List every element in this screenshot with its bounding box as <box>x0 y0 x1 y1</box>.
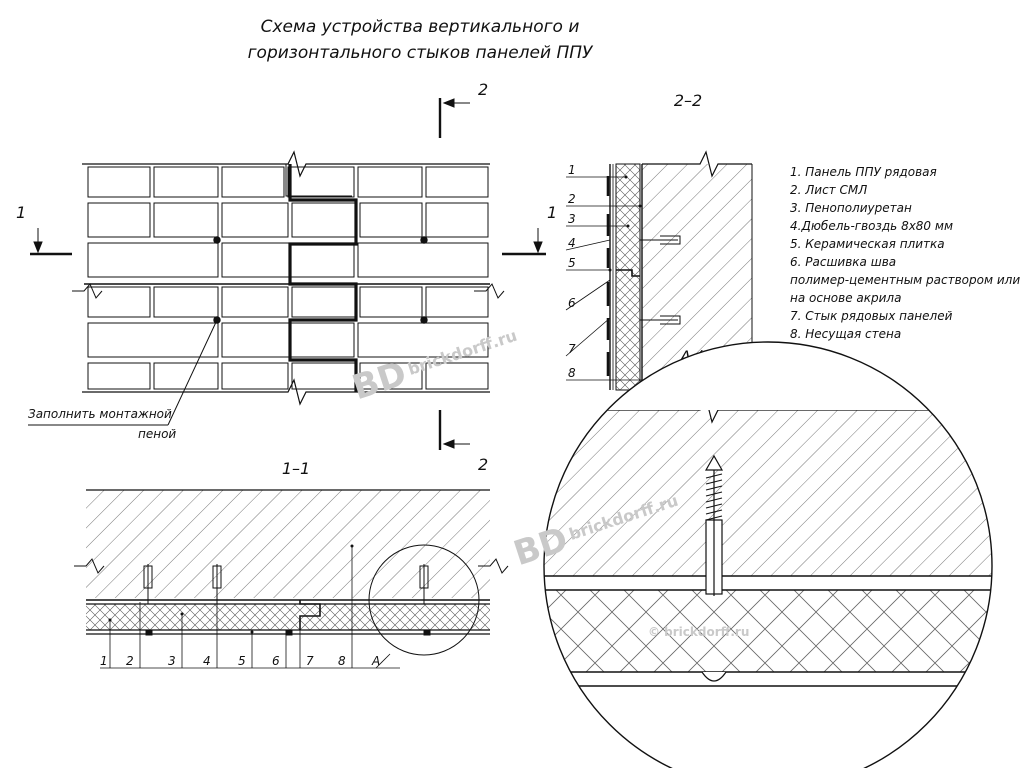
break-line-top <box>82 150 490 178</box>
cut-label-2-top: 2 <box>478 80 488 99</box>
cut-label-1-right: 1 <box>547 203 557 222</box>
brick <box>291 286 357 318</box>
title-line-2: горизонтального стыков панелей ППУ <box>248 43 594 63</box>
brick <box>153 202 219 238</box>
screw-thread-line <box>705 485 723 491</box>
legend-item-6: 6. Расшивка шва <box>790 255 896 269</box>
callout-1-1-7: 7 <box>306 654 314 668</box>
detail-a-circle <box>368 544 480 656</box>
screw-thread-line <box>705 497 723 503</box>
break-mark-left <box>72 283 103 299</box>
vertical-stepped-joint <box>288 164 358 392</box>
brick <box>221 362 289 390</box>
legend-item-7: 7. Стык рядовых панелей <box>790 309 953 323</box>
brick <box>359 286 423 318</box>
screw-thread-line <box>705 491 723 497</box>
watermark-copyright: © brickdorff.ru <box>648 625 749 639</box>
callout-2-2-6: 6 <box>568 296 576 310</box>
watermark-1: BD brickdorff.ru <box>348 326 520 409</box>
legend-item-6-line-2: полимер-цементным раствором или <box>790 273 1020 287</box>
foam-dot <box>213 236 221 244</box>
callout-1-1-a: А <box>371 654 380 668</box>
callout-2-2-5: 5 <box>568 256 576 270</box>
legend-item-3: 3. Пенополиуретан <box>790 201 912 215</box>
foam-dot <box>420 316 428 324</box>
section-1-1 <box>74 489 509 669</box>
brick <box>359 362 423 390</box>
section-2-2-title: 2–2 <box>674 91 702 110</box>
legend-item-6-line-3: на основе акрила <box>790 291 901 305</box>
legend-item-2: 2. Лист СМЛ <box>790 183 867 197</box>
section-2-2 <box>565 150 753 404</box>
brick <box>425 166 489 198</box>
cut-marks <box>30 98 546 450</box>
brick <box>87 242 219 278</box>
legend: 1. Панель ППУ рядовая 2. Лист СМЛ 3. Пен… <box>790 165 1020 341</box>
callout-1-1-8: 8 <box>338 654 346 668</box>
brick <box>357 242 489 278</box>
brick <box>87 322 219 358</box>
brick <box>287 166 355 198</box>
brick <box>221 242 355 278</box>
section-1-1-title: 1–1 <box>282 459 310 478</box>
screw-thread-line <box>705 509 723 515</box>
legend-item-5: 5. Керамическая плитка <box>790 237 945 251</box>
brick <box>357 166 423 198</box>
callout-1-1-1: 1 <box>100 654 108 668</box>
brick-elevation <box>28 150 505 426</box>
brick <box>153 166 219 198</box>
legend-item-8: 8. Несущая стена <box>790 327 901 341</box>
break-line-bottom <box>82 378 490 406</box>
brick <box>291 362 357 390</box>
brick <box>425 286 489 318</box>
screw-thread-line <box>705 479 723 485</box>
foam-dot <box>420 236 428 244</box>
brick <box>87 286 151 318</box>
screw-thread-line <box>705 515 723 521</box>
callout-2-2-8: 8 <box>568 366 576 380</box>
callout-1-1-5: 5 <box>238 654 246 668</box>
brick <box>221 286 289 318</box>
brick <box>153 362 219 390</box>
callout-1-1-3: 3 <box>168 654 176 668</box>
screw-thread-line <box>705 473 723 479</box>
brick <box>221 202 289 238</box>
callout-2-2-2: 2 <box>568 192 576 206</box>
callout-2-2-7: 7 <box>568 342 576 356</box>
legend-item-4: 4.Дюбель-гвоздь 8х80 мм <box>790 219 953 233</box>
screw-thread-line <box>705 503 723 509</box>
brick <box>87 166 151 198</box>
brick <box>87 202 151 238</box>
brick <box>221 322 355 358</box>
legend-item-1: 1. Панель ППУ рядовая <box>790 165 937 179</box>
callout-1-1-6: 6 <box>272 654 280 668</box>
callout-2-2-1: 1 <box>568 163 576 177</box>
brick <box>425 362 489 390</box>
brick <box>221 166 285 198</box>
cut-label-2-bottom: 2 <box>478 455 488 474</box>
cut-label-1-left: 1 <box>16 203 26 222</box>
brick <box>291 202 357 238</box>
callout-1-1-2: 2 <box>126 654 134 668</box>
brick <box>425 202 489 238</box>
brick <box>87 362 151 390</box>
brick <box>153 286 219 318</box>
callout-2-2-4: 4 <box>568 236 576 250</box>
callout-1-1-4: 4 <box>203 654 211 668</box>
break-mark-right <box>474 283 505 299</box>
section-1-1-callouts: 1 2 3 4 5 6 7 8 А <box>100 654 380 668</box>
callout-2-2-3: 3 <box>568 212 576 226</box>
watermark-site: brickdorff.ru <box>405 326 519 379</box>
detail-a <box>543 341 993 768</box>
foam-note-line-1: Заполнить монтажной <box>28 407 172 421</box>
section-2-2-callouts: 1 2 3 4 5 6 7 8 <box>568 163 576 380</box>
foam-note-line-2: пеной <box>138 427 176 441</box>
brick <box>359 202 423 238</box>
detail-a-outline <box>543 341 993 768</box>
title-line-1: Схема устройства вертикального и <box>261 17 580 37</box>
